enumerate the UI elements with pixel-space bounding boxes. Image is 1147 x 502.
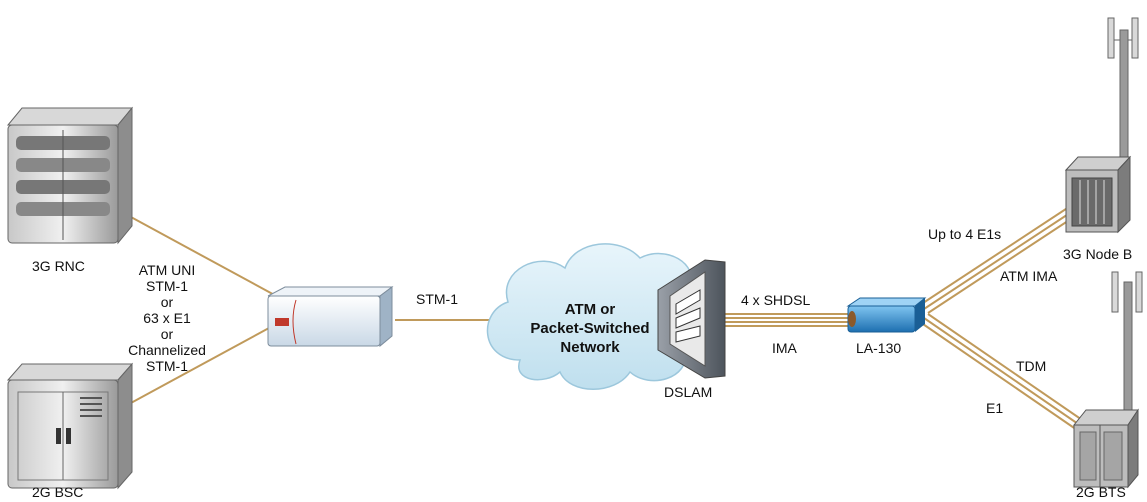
cloud-label-line: Network — [560, 339, 620, 356]
rnc-interface-line: STM-1 — [146, 278, 188, 294]
la130-device-icon — [846, 297, 927, 333]
shdsl-label: 4 x SHDSL — [741, 292, 811, 308]
rnc-interface-line: 63 x E1 — [143, 310, 191, 326]
link-rnc-mux — [117, 209, 281, 299]
link-shdsl-bundle — [725, 313, 850, 327]
e1-label: E1 — [986, 400, 1004, 416]
up-to-e1s-label: Up to 4 E1s — [928, 226, 1002, 242]
rnc-interface-line: or — [160, 326, 174, 342]
bts-cabinet-icon — [1072, 408, 1139, 489]
rnc-interface-line: STM-1 — [146, 358, 188, 374]
dslam-label: DSLAM — [664, 384, 713, 400]
la130-label: LA-130 — [856, 340, 902, 356]
bsc-label: 2G BSC — [32, 484, 84, 500]
cloud-label: ATM or Packet-Switched Network — [520, 300, 660, 357]
rnc-interface-line: ATM UNI — [138, 262, 196, 278]
nodeb-label: 3G Node B — [1063, 246, 1133, 262]
cloud-label-line: ATM or — [564, 301, 616, 318]
link-la130-nodeb — [919, 202, 1084, 314]
rnc-interface-label: ATM UNI STM-1 or 63 x E1 or Channelized … — [112, 262, 222, 374]
nodeb-cabinet-icon — [1064, 155, 1132, 234]
rnc-interface-line: or — [160, 294, 174, 310]
bts-label: 2G BTS — [1076, 484, 1126, 500]
tdm-label: TDM — [1016, 358, 1047, 374]
bsc-server-icon — [6, 362, 134, 490]
link-la130-bts — [919, 313, 1089, 433]
atm-ima-label: ATM IMA — [1000, 268, 1058, 284]
bts-tower-icon — [1111, 271, 1143, 433]
ima-label: IMA — [772, 340, 797, 356]
stm1-multiplexer-icon — [267, 286, 394, 348]
dslam-icon — [657, 259, 726, 379]
rnc-server-icon — [6, 106, 134, 245]
stm1-link-label: STM-1 — [416, 291, 458, 307]
cloud-label-line: Packet-Switched — [530, 320, 650, 337]
link-bsc-mux — [117, 321, 281, 411]
rnc-label: 3G RNC — [32, 258, 85, 274]
rnc-interface-line: Channelized — [128, 342, 206, 358]
